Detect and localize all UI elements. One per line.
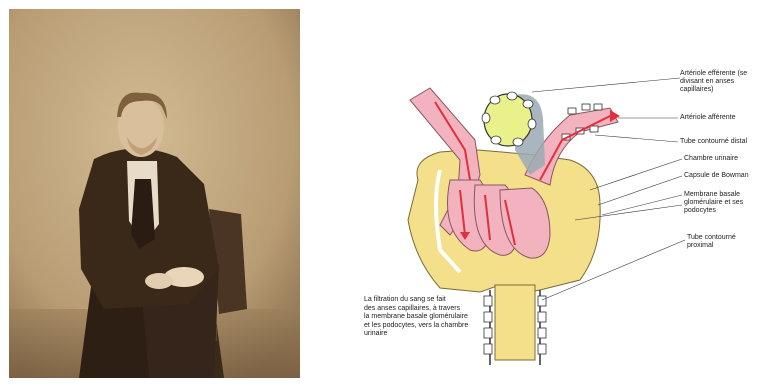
label-urinary-chamber: Chambre urinaire — [684, 155, 738, 163]
caption-line: des anses capillaires, à travers — [364, 305, 484, 314]
glomerulus-diagram: Artériole efférente (se divisant en anse… — [300, 0, 772, 387]
caption-line: La filtration du sang se fait — [364, 296, 484, 305]
caption-line: la membrane basale glomérulaire — [364, 313, 484, 322]
portrait-illustration — [9, 9, 300, 378]
proximal-tubule — [495, 285, 535, 360]
diagram-caption: La filtration du sang se fait des anses … — [364, 296, 484, 339]
label-efferent-arteriole: Artériole efférente (se divisant en anse… — [680, 70, 766, 94]
portrait-photo — [9, 9, 300, 378]
label-bowman-capsule: Capsule de Bowman — [684, 172, 749, 180]
label-basement-membrane: Membrane basale glomérulaire et ses podo… — [684, 191, 770, 215]
caption-line: urinaire — [364, 330, 484, 339]
label-afferent-arteriole: Artériole afférente — [680, 114, 736, 122]
label-distal-tubule: Tube contourné distal — [680, 138, 747, 146]
caption-line: et les podocytes, vers la chambre — [364, 322, 484, 331]
label-proximal-tubule: Tube contourné proximal — [687, 234, 757, 250]
